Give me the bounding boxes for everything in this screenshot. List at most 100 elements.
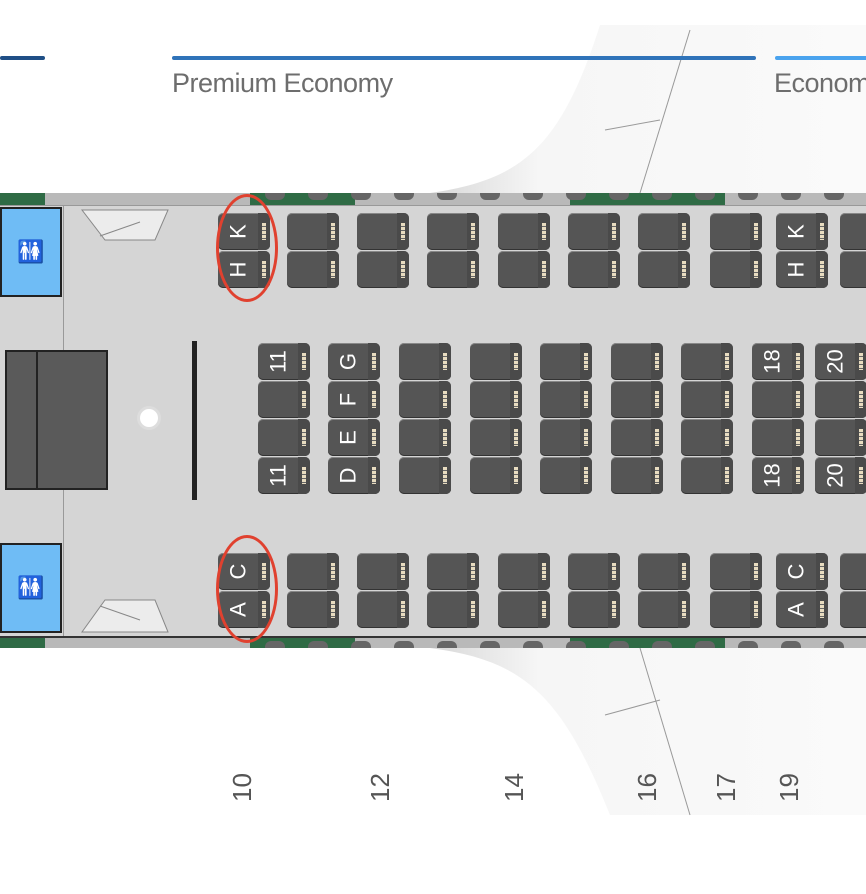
- seat[interactable]: [638, 251, 690, 288]
- seat[interactable]: [258, 381, 310, 418]
- seat[interactable]: [611, 343, 663, 380]
- seat[interactable]: [287, 553, 339, 590]
- seat-label: [472, 342, 509, 382]
- seat[interactable]: [710, 553, 762, 590]
- seat[interactable]: [357, 251, 409, 288]
- row-number: 17: [710, 773, 741, 802]
- seat[interactable]: [638, 553, 690, 590]
- seat[interactable]: [399, 457, 451, 494]
- seat[interactable]: H: [776, 251, 828, 288]
- seat[interactable]: [470, 457, 522, 494]
- seat[interactable]: [399, 381, 451, 418]
- seat[interactable]: [815, 381, 866, 418]
- seat[interactable]: 18: [752, 343, 804, 380]
- seat[interactable]: 11: [258, 457, 310, 494]
- seat[interactable]: [710, 251, 762, 288]
- seat-light: [372, 391, 376, 408]
- seat[interactable]: [752, 381, 804, 418]
- seat[interactable]: [540, 457, 592, 494]
- armrest: [298, 457, 310, 494]
- fuselage-band: [0, 635, 45, 648]
- seat[interactable]: [399, 343, 451, 380]
- seat[interactable]: [611, 381, 663, 418]
- seat[interactable]: G: [328, 343, 380, 380]
- seat[interactable]: 11: [258, 343, 310, 380]
- seat[interactable]: [540, 419, 592, 456]
- seat[interactable]: [710, 213, 762, 250]
- seat[interactable]: [611, 457, 663, 494]
- seat[interactable]: [427, 553, 479, 590]
- seat[interactable]: [611, 419, 663, 456]
- seat[interactable]: [427, 591, 479, 628]
- seat[interactable]: [681, 381, 733, 418]
- armrest: [608, 213, 620, 250]
- seat-label: [542, 342, 579, 382]
- armrest: [298, 343, 310, 380]
- seat[interactable]: 20: [815, 457, 866, 494]
- cabin-label-premium-economy: Premium Economy: [172, 68, 393, 98]
- armrest: [467, 591, 479, 628]
- seat[interactable]: [498, 553, 550, 590]
- seat[interactable]: D: [328, 457, 380, 494]
- armrest: [368, 343, 380, 380]
- seat[interactable]: [710, 591, 762, 628]
- meal-icon: [137, 406, 161, 430]
- seat[interactable]: [568, 553, 620, 590]
- seat[interactable]: [752, 419, 804, 456]
- seat[interactable]: [357, 213, 409, 250]
- seat[interactable]: [470, 419, 522, 456]
- seat[interactable]: [427, 251, 479, 288]
- seat[interactable]: [498, 591, 550, 628]
- seat[interactable]: [638, 591, 690, 628]
- armrest: [651, 381, 663, 418]
- seat-label: [570, 552, 607, 592]
- seat[interactable]: [681, 457, 733, 494]
- armrest: [678, 591, 690, 628]
- seat[interactable]: A: [776, 591, 828, 628]
- seat[interactable]: [357, 553, 409, 590]
- seat[interactable]: [540, 381, 592, 418]
- seat-light: [471, 223, 475, 240]
- seat[interactable]: [681, 419, 733, 456]
- seat[interactable]: E: [328, 419, 380, 456]
- seat[interactable]: [470, 343, 522, 380]
- seat[interactable]: F: [328, 381, 380, 418]
- seat-label: [640, 250, 677, 290]
- seat-light: [471, 563, 475, 580]
- seat[interactable]: [498, 213, 550, 250]
- seat[interactable]: [638, 213, 690, 250]
- seat[interactable]: [840, 251, 866, 288]
- seat[interactable]: [399, 419, 451, 456]
- seat[interactable]: [540, 343, 592, 380]
- seat-light: [514, 429, 518, 446]
- seat[interactable]: [840, 591, 866, 628]
- seat[interactable]: [568, 251, 620, 288]
- armrest: [651, 457, 663, 494]
- seat-light: [796, 429, 800, 446]
- seat[interactable]: C: [776, 553, 828, 590]
- seat[interactable]: [287, 213, 339, 250]
- seat[interactable]: [427, 213, 479, 250]
- seat[interactable]: [287, 591, 339, 628]
- seat[interactable]: [470, 381, 522, 418]
- seat[interactable]: K: [776, 213, 828, 250]
- seat[interactable]: [568, 591, 620, 628]
- seat-label: [542, 456, 579, 496]
- seat-label: [754, 380, 791, 420]
- armrest: [538, 591, 550, 628]
- seat[interactable]: 20: [815, 343, 866, 380]
- seat[interactable]: [840, 553, 866, 590]
- seat[interactable]: [568, 213, 620, 250]
- seat-light: [655, 353, 659, 370]
- seat[interactable]: 18: [752, 457, 804, 494]
- seat[interactable]: [840, 213, 866, 250]
- seat[interactable]: [357, 591, 409, 628]
- seat[interactable]: [498, 251, 550, 288]
- seat-label: [289, 212, 326, 252]
- seat[interactable]: [815, 419, 866, 456]
- seat-label: [289, 552, 326, 592]
- window: [781, 641, 801, 648]
- seat[interactable]: [681, 343, 733, 380]
- seat[interactable]: [258, 419, 310, 456]
- seat[interactable]: [287, 251, 339, 288]
